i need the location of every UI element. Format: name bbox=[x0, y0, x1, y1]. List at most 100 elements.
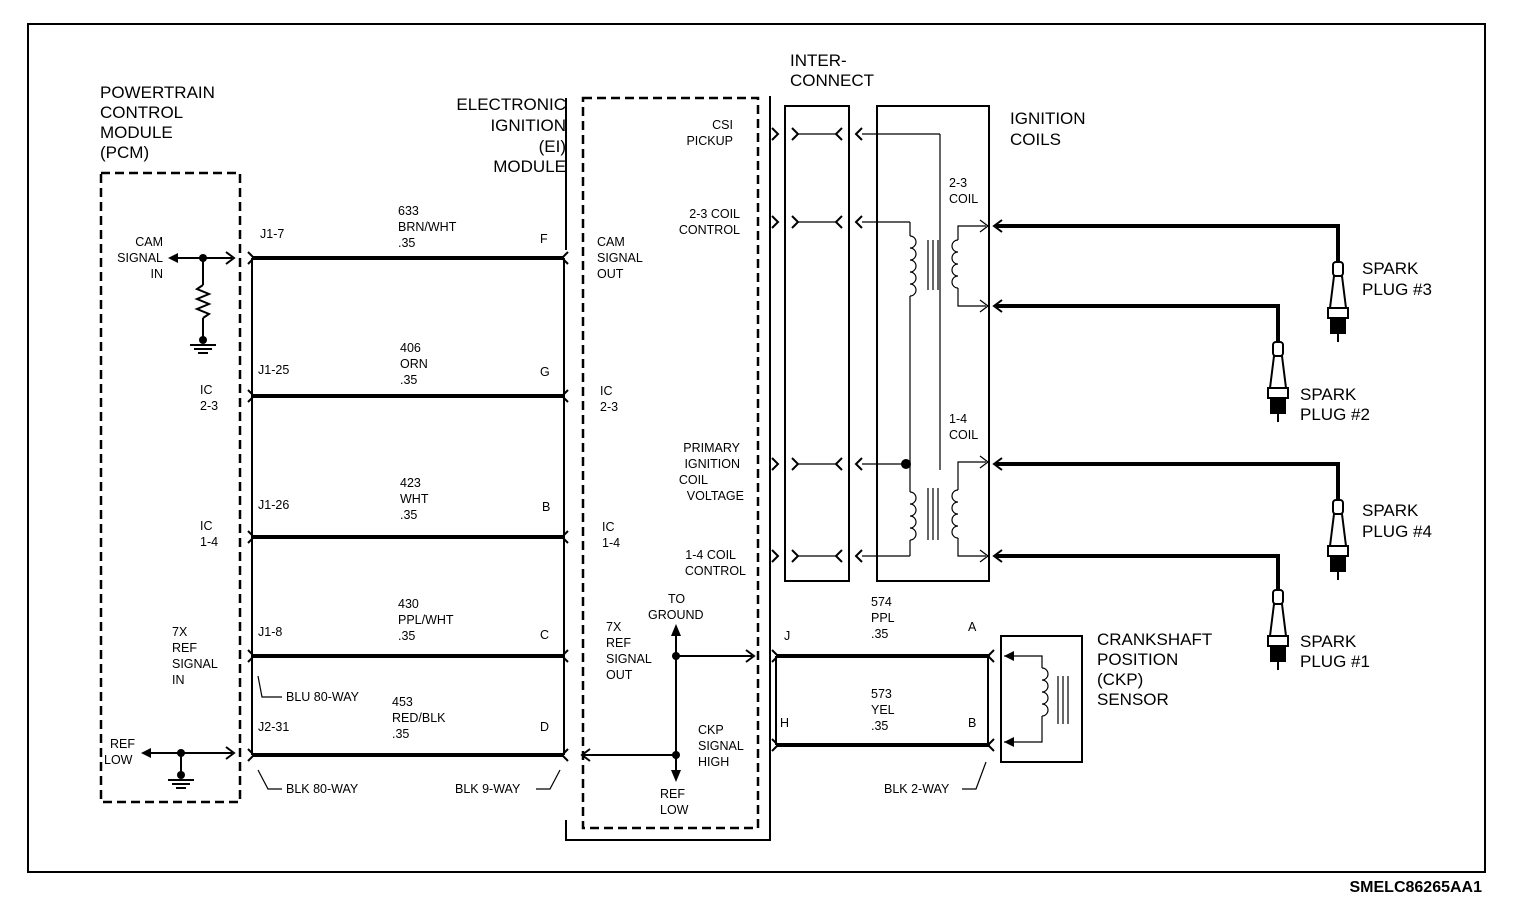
figure-code: SMELC86265AA1 bbox=[1350, 879, 1483, 896]
ei-title-line: MODULE bbox=[493, 157, 566, 176]
circuit-label: .35 bbox=[400, 508, 417, 522]
ei-label-7xref: 7X bbox=[606, 620, 622, 634]
diagram-frame bbox=[27, 23, 1486, 873]
ei-label-ic14: 1-4 bbox=[602, 536, 620, 550]
term-label: G bbox=[540, 365, 550, 379]
pin-label: J1-25 bbox=[258, 363, 289, 377]
pcm-signal-labels: CAM SIGNAL IN IC 2-3 IC 1-4 7X REF SIGNA… bbox=[104, 235, 218, 767]
pin-label: J1-26 bbox=[258, 498, 289, 512]
circuit-label: .35 bbox=[398, 629, 415, 643]
spark-plug-2-icon bbox=[1267, 341, 1289, 422]
term-label: A bbox=[968, 620, 977, 634]
circuit-label: 633 bbox=[398, 204, 419, 218]
term-label: B bbox=[542, 500, 550, 514]
pcm-label-7xref: IN bbox=[172, 673, 185, 687]
circuit-label: ORN bbox=[400, 357, 428, 371]
pcm-label-cam: SIGNAL bbox=[117, 251, 163, 265]
spark-plug-3-label: PLUG #3 bbox=[1362, 280, 1432, 299]
pcm-cam-circuit bbox=[168, 251, 236, 354]
ei-label-primary: IGNITION bbox=[684, 457, 740, 471]
ei-label-ground: GROUND bbox=[648, 608, 704, 622]
pcm-label-reflow: LOW bbox=[104, 753, 133, 767]
pcm-label-ic14: IC bbox=[200, 519, 213, 533]
circuit-label: WHT bbox=[400, 492, 429, 506]
circuit-label: .35 bbox=[400, 373, 417, 387]
ckp-title-line: (CKP) bbox=[1097, 670, 1143, 689]
interconnect-terminals bbox=[771, 127, 941, 563]
term-label: D bbox=[540, 720, 549, 734]
ei-label-cam: OUT bbox=[597, 267, 624, 281]
pin-label: J2-31 bbox=[258, 720, 289, 734]
term-label: C bbox=[540, 628, 549, 642]
coil-23-label: COIL bbox=[949, 192, 978, 206]
spark-plug-labels: SPARK PLUG #3 SPARK PLUG #2 SPARK PLUG #… bbox=[1300, 259, 1432, 671]
ei-label-ic23: 2-3 bbox=[600, 400, 618, 414]
coil-14-label: 1-4 bbox=[949, 412, 967, 426]
ei-inner-box bbox=[581, 96, 760, 830]
ei-label-7xref: OUT bbox=[606, 668, 633, 682]
ei-title: ELECTRONIC IGNITION (EI) MODULE bbox=[456, 95, 566, 176]
circuit-label: 573 bbox=[871, 687, 892, 701]
connector-blk9-label: BLK 9-WAY bbox=[455, 782, 521, 796]
pcm-label-ic23: IC bbox=[200, 383, 213, 397]
spark-plug-3-label: SPARK bbox=[1362, 259, 1419, 278]
coil-23-label: 2-3 bbox=[949, 176, 967, 190]
ei-label-ic23: IC bbox=[600, 384, 613, 398]
term-label: F bbox=[540, 232, 548, 246]
pcm-label-7xref: SIGNAL bbox=[172, 657, 218, 671]
coils-title-line: IGNITION bbox=[1010, 109, 1086, 128]
connector-blu80-label: BLU 80-WAY bbox=[286, 690, 360, 704]
pcm-title: POWERTRAIN CONTROL MODULE (PCM) bbox=[100, 83, 215, 162]
term-label: B bbox=[968, 716, 976, 730]
ei-label-23ctrl: 2-3 COIL bbox=[689, 207, 740, 221]
pcm-label-ic14: 1-4 bbox=[200, 535, 218, 549]
pin-label: H bbox=[780, 716, 789, 730]
spark-plug-1-label: PLUG #1 bbox=[1300, 652, 1370, 671]
ckp-title-line: CRANKSHAFT bbox=[1097, 630, 1212, 649]
ckp-title-line: POSITION bbox=[1097, 650, 1178, 669]
ei-label-14ctrl: CONTROL bbox=[685, 564, 746, 578]
spark-plug-4-icon bbox=[1327, 499, 1349, 580]
coil-labels: 2-3 COIL 1-4 COIL bbox=[949, 176, 978, 442]
ckp-title: CRANKSHAFT POSITION (CKP) SENSOR bbox=[1097, 630, 1212, 709]
circuit-label: RED/BLK bbox=[392, 711, 446, 725]
spark-plug-1-icon bbox=[1267, 589, 1289, 670]
spark-plug-leads bbox=[992, 219, 1340, 590]
circuit-label: .35 bbox=[871, 627, 888, 641]
ei-label-primary: VOLTAGE bbox=[687, 489, 744, 503]
ckp-sensor-box bbox=[1000, 635, 1083, 763]
pcm-ei-harness bbox=[247, 251, 569, 790]
ei-outer-box bbox=[565, 820, 771, 841]
ei-label-primary: COIL bbox=[679, 473, 708, 487]
ckp-sensor-coil bbox=[1004, 651, 1069, 747]
ei-title-line: ELECTRONIC bbox=[456, 95, 566, 114]
pcm-box bbox=[99, 171, 242, 804]
circuit-label: 423 bbox=[400, 476, 421, 490]
ei-label-ground: TO bbox=[668, 592, 685, 606]
circuit-label: PPL bbox=[871, 611, 895, 625]
circuit-label: 430 bbox=[398, 597, 419, 611]
ei-label-reflow: LOW bbox=[660, 803, 689, 817]
spark-plug-4-label: SPARK bbox=[1362, 501, 1419, 520]
circuit-label: BRN/WHT bbox=[398, 220, 457, 234]
pcm-label-7xref: REF bbox=[172, 641, 197, 655]
ei-label-7xref: REF bbox=[606, 636, 631, 650]
connector-blk80-label: BLK 80-WAY bbox=[286, 782, 359, 796]
coil-14 bbox=[901, 455, 989, 563]
pin-label: J1-8 bbox=[258, 625, 282, 639]
ei-title-line: (EI) bbox=[539, 137, 566, 156]
coils-title-line: COILS bbox=[1010, 130, 1061, 149]
circuit-label: 453 bbox=[392, 695, 413, 709]
circuit-label: .35 bbox=[392, 727, 409, 741]
pcm-title-line: POWERTRAIN bbox=[100, 83, 215, 102]
circuit-label: 574 bbox=[871, 595, 892, 609]
pin-label: J1-7 bbox=[260, 227, 284, 241]
pcm-label-7xref: 7X bbox=[172, 625, 188, 639]
ckp-wire-labels: J A 574 PPL .35 H B 573 YEL .35 BLK 2-WA… bbox=[780, 595, 977, 796]
spark-plug-1-label: SPARK bbox=[1300, 632, 1357, 651]
circuit-label: 406 bbox=[400, 341, 421, 355]
ei-label-23ctrl: CONTROL bbox=[679, 223, 740, 237]
spark-plug-3-icon bbox=[1327, 261, 1349, 342]
pcm-ei-wire-labels: J1-7 F 633 BRN/WHT .35 J1-25 G 406 ORN .… bbox=[258, 204, 550, 796]
